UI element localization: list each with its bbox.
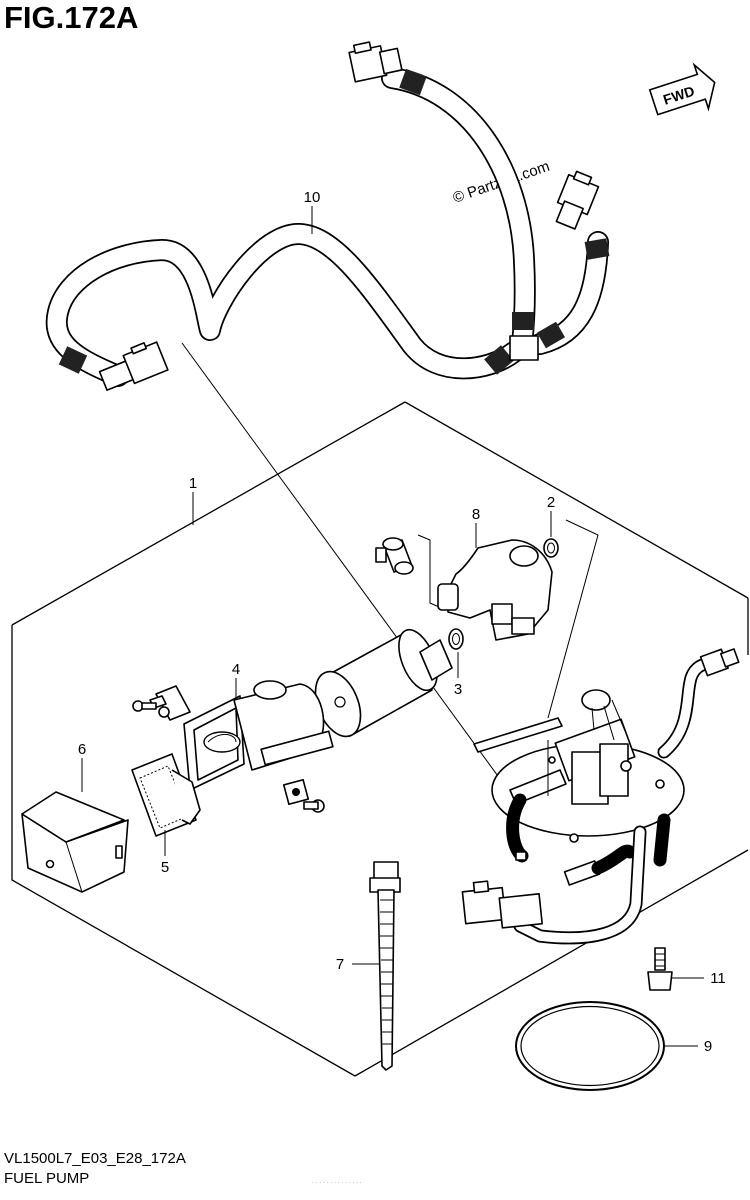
- fuel-hose-assembly: [45, 41, 610, 391]
- bolt-top-left: [132, 700, 157, 712]
- callout-2: 2: [547, 494, 555, 511]
- callout-4: 4: [232, 661, 240, 678]
- fuel-filter-housing: [183, 680, 334, 791]
- callout-7: 7: [336, 956, 344, 973]
- callout-8: 8: [472, 506, 480, 523]
- flange-bolt: [647, 947, 673, 991]
- pump-flange-assembly: [461, 648, 740, 945]
- callout-9: 9: [704, 1038, 712, 1055]
- o-ring-2: [543, 538, 559, 558]
- fwd-arrow-icon: FWD: [648, 62, 716, 116]
- callout-10: 10: [304, 189, 321, 206]
- hose-to-pump-leader: [181, 342, 531, 821]
- o-ring-3: [448, 628, 464, 650]
- flange-gasket: [515, 1001, 665, 1091]
- cable-tie: [369, 861, 401, 1071]
- mounting-bracket-bottom: [282, 778, 310, 806]
- figure-title: FIG.172A: [4, 0, 139, 35]
- fuel-pump-motor: [314, 628, 453, 738]
- regulator-cap: [375, 537, 414, 575]
- callout-3: 3: [454, 681, 462, 698]
- bolt-bottom: [303, 799, 325, 813]
- fuel-filter-element: [131, 753, 201, 837]
- callout-6: 6: [78, 741, 86, 758]
- callout-leaders: [81, 206, 704, 1047]
- callout-11: 11: [710, 970, 726, 987]
- fine-print: · · · · · · · · · · · · · ·: [312, 1180, 362, 1186]
- callout-5: 5: [161, 859, 169, 876]
- fuel-pump-cover: [21, 791, 129, 893]
- callout-1: 1: [189, 475, 197, 492]
- assembly-box-outline: [11, 401, 749, 1077]
- figure-description: FUEL PUMP: [4, 1170, 90, 1187]
- pressure-regulator: [437, 539, 553, 641]
- figure-code: VL1500L7_E03_E28_172A: [4, 1150, 186, 1167]
